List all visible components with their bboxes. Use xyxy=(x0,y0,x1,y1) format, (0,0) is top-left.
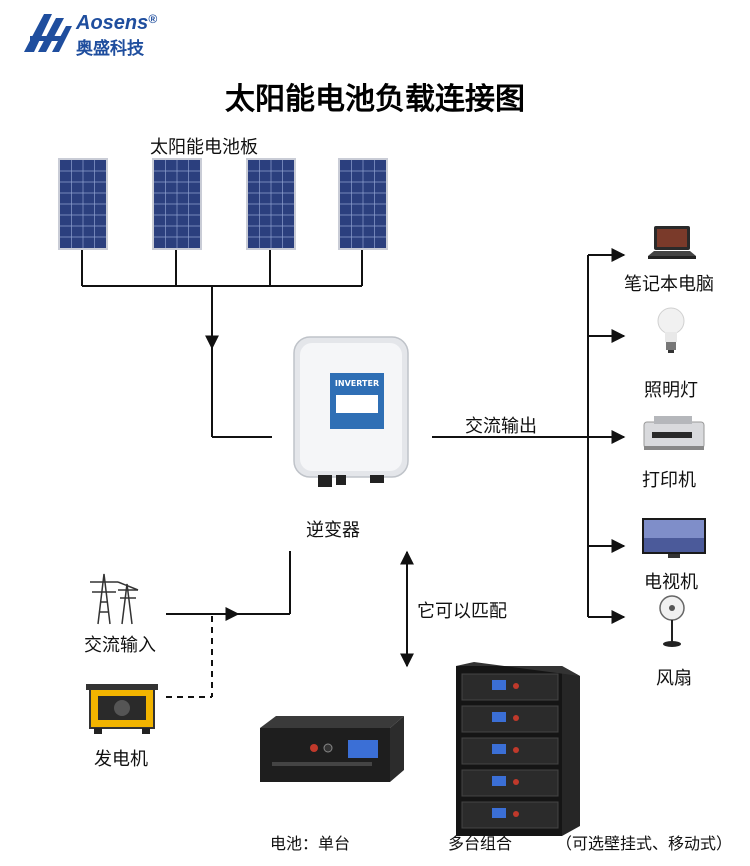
single-battery-icon xyxy=(260,716,404,782)
laptop-icon xyxy=(648,226,696,259)
load-label-laptop: 笔记本电脑 xyxy=(624,274,714,295)
solar-panels-label: 太阳能电池板 xyxy=(150,137,258,158)
light-bulb-icon xyxy=(657,307,685,353)
printer-icon xyxy=(643,416,705,450)
power-tower-icon xyxy=(90,573,139,625)
inverter-label: 逆变器 xyxy=(306,520,360,541)
multi-battery-label: 多台组合 xyxy=(448,834,513,853)
panel-connectors xyxy=(81,250,363,438)
ac-input-lines xyxy=(166,551,291,698)
generator-icon xyxy=(86,684,158,734)
solar-panel-4 xyxy=(338,158,388,250)
generator-label: 发电机 xyxy=(94,749,148,770)
load-label-fan: 风扇 xyxy=(656,668,692,689)
solar-panel-3 xyxy=(246,158,296,250)
brand-name-en: Aosens xyxy=(76,12,149,34)
solar-panel-2 xyxy=(152,158,202,250)
inverter-screen-text: INVERTER xyxy=(334,379,380,388)
brand-logo: Aosens® 奥盛科技 xyxy=(22,12,182,59)
fan-icon xyxy=(659,595,685,647)
solar-panel-1 xyxy=(58,158,108,250)
ac-output-lines xyxy=(432,248,626,624)
load-label-tv: 电视机 xyxy=(644,572,698,593)
inverter-icon xyxy=(293,336,409,487)
brand-name-cn: 奥盛科技 xyxy=(76,39,144,59)
mount-options-label: （可选壁挂式、移动式） xyxy=(556,834,733,853)
load-label-printer: 打印机 xyxy=(642,470,696,491)
ac-input-label: 交流输入 xyxy=(84,635,156,656)
single-battery-label: 电池：单台 xyxy=(270,834,351,853)
compatible-label: 它可以匹配 xyxy=(417,601,507,622)
load-label-light: 照明灯 xyxy=(644,380,698,401)
inverter: INVERTER xyxy=(290,335,414,495)
registered-mark: ® xyxy=(148,12,158,26)
battery-rack-icon xyxy=(456,662,580,836)
ac-output-label: 交流输出 xyxy=(465,416,537,437)
page-title: 太阳能电池负载连接图 xyxy=(225,82,525,117)
tv-icon xyxy=(642,518,706,558)
aosens-logo-icon xyxy=(24,14,72,52)
